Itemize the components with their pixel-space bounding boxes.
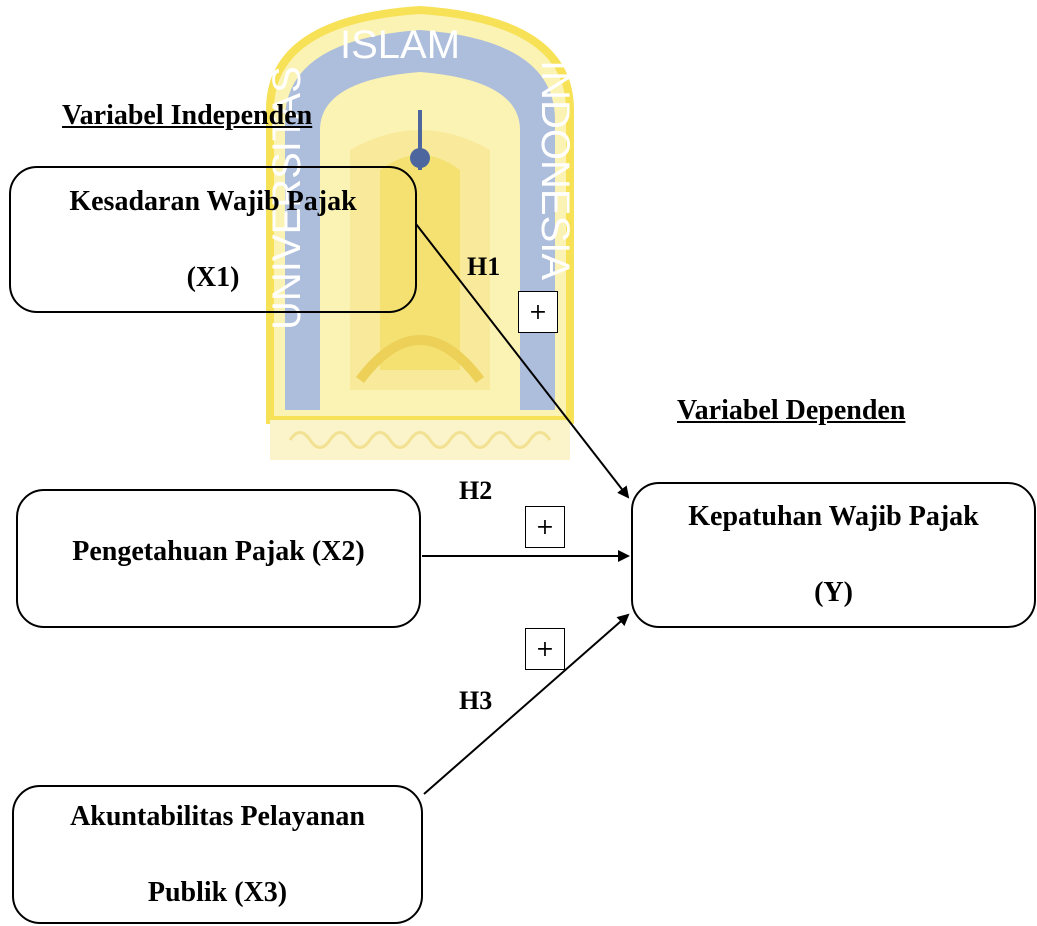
box-x1-code: (X1) <box>186 261 240 293</box>
box-x3-title: Akuntabilitas Pelayanan <box>70 800 365 832</box>
hypothesis-h2-label: H2 <box>459 476 493 505</box>
box-x3-akuntabilitas: Akuntabilitas Pelayanan Publik (X3) <box>12 785 423 924</box>
box-x1-title: Kesadaran Wajib Pajak <box>69 185 357 217</box>
university-logo-watermark: ISLAM UNIVERSITAS INDONESIA <box>265 5 577 460</box>
box-y-code: (Y) <box>814 577 853 608</box>
arrow-h3 <box>423 613 630 795</box>
dependent-variable-label: Variabel Dependen <box>677 395 906 426</box>
hypothesis-h3-label: H3 <box>459 686 493 715</box>
box-y-kepatuhan: Kepatuhan Wajib Pajak (Y) <box>631 482 1036 628</box>
box-y-title: Kepatuhan Wajib Pajak <box>688 501 979 532</box>
watermark-text-top: ISLAM <box>340 23 460 67</box>
box-x3-code: Publik (X3) <box>147 876 288 908</box>
box-x1-kesadaran: Kesadaran Wajib Pajak (X1) <box>9 166 417 313</box>
watermark-text-right: INDONESIA <box>533 60 577 280</box>
h1-sign-box: + <box>518 291 558 333</box>
box-x2-title: Pengetahuan Pajak (X2) <box>72 536 365 567</box>
independent-variable-label: Variabel Independen <box>62 100 313 131</box>
h3-sign-box: + <box>525 628 565 670</box>
arrow-h1 <box>415 223 630 499</box>
watermark-text-left: UNIVERSITAS <box>265 66 309 330</box>
hypothesis-h1-label: H1 <box>467 252 501 281</box>
h2-sign-box: + <box>525 506 565 548</box>
box-x2-pengetahuan: Pengetahuan Pajak (X2) <box>16 489 421 628</box>
